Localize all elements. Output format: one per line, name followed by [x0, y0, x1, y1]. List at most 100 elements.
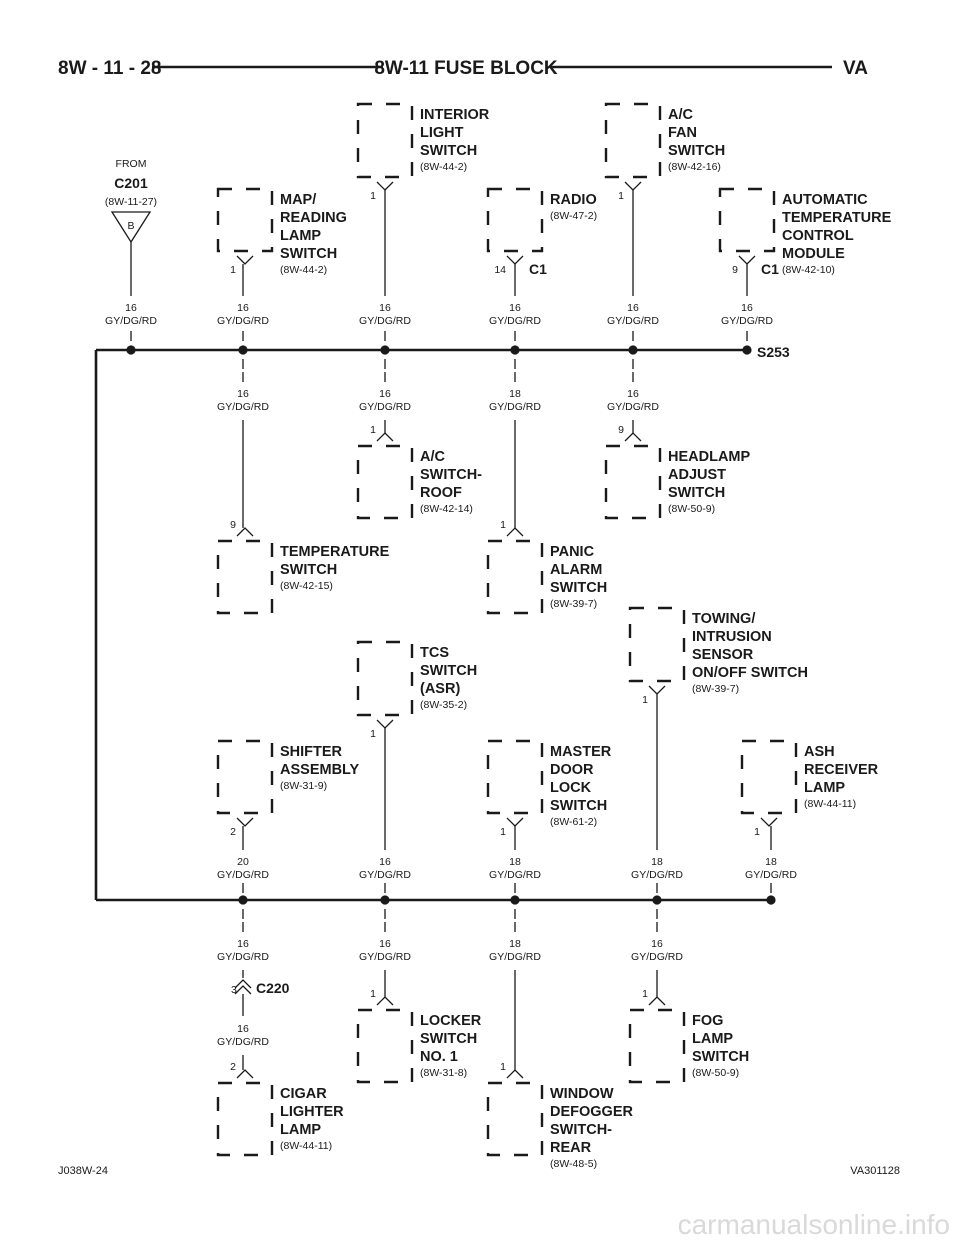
component-name-acfan: FAN — [668, 125, 697, 141]
component-name-master: SWITCH — [550, 798, 607, 814]
bus2-above-label-gauge: 20 — [237, 856, 249, 868]
component-name-master: DOOR — [550, 762, 594, 778]
terminal-atc — [738, 255, 756, 265]
terminal-panic — [506, 527, 524, 537]
component-box-tcs — [356, 640, 414, 717]
component-name-atc: CONTROL — [782, 228, 854, 244]
pin-panic: 1 — [500, 519, 506, 531]
component-name-window: DEFOGGER — [550, 1104, 634, 1120]
component-ref-towing: (8W-39-7) — [692, 683, 739, 695]
component-name-acroof: SWITCH- — [420, 467, 482, 483]
component-name-ash: ASH — [804, 744, 835, 760]
bus2-dot — [766, 895, 776, 905]
terminal-master — [506, 817, 524, 827]
component-name-fog: SWITCH — [692, 1049, 749, 1065]
bus2-above-label-gauge: 16 — [379, 856, 391, 868]
pin-atc: 9 — [732, 264, 738, 276]
bus2-dot — [510, 895, 520, 905]
bus2-dot — [652, 895, 662, 905]
bus1-wire-label-color: GY/DG/RD — [607, 401, 659, 413]
component-ref-shifter: (8W-31-9) — [280, 780, 327, 792]
component-name-headlamp: HEADLAMP — [668, 449, 750, 465]
component-name-acroof: ROOF — [420, 485, 462, 501]
component-name-map: MAP/ — [280, 192, 316, 208]
bus1-wire-label-gauge: 18 — [509, 388, 521, 400]
component-ref-acroof: (8W-42-14) — [420, 503, 473, 515]
component-ref-atc: (8W-42-10) — [782, 264, 835, 276]
source-ref: (8W-11-27) — [105, 196, 157, 208]
top-wire-label-color: GY/DG/RD — [217, 315, 269, 327]
pin-interior: 1 — [370, 190, 376, 202]
component-box-ash — [740, 739, 798, 815]
component-name-map: LAMP — [280, 228, 321, 244]
pin-locker: 1 — [370, 988, 376, 1000]
component-ref-panic: (8W-39-7) — [550, 598, 597, 610]
bus2-below-label-color: GY/DG/RD — [217, 951, 269, 963]
bus2-above-label-gauge: 18 — [509, 856, 521, 868]
component-name-master: LOCK — [550, 780, 592, 796]
component-name-locker: NO. 1 — [420, 1049, 458, 1065]
bus1-wire-label-color: GY/DG/RD — [489, 401, 541, 413]
pin-temp: 9 — [230, 519, 236, 531]
watermark: carmanualsonline.info — [678, 1209, 950, 1240]
component-name-acfan: SWITCH — [668, 143, 725, 159]
component-box-acfan — [604, 102, 662, 179]
bus2-dot — [380, 895, 390, 905]
bus1-dot — [238, 345, 248, 355]
bus1-dot — [628, 345, 638, 355]
component-ref-temp: (8W-42-15) — [280, 580, 333, 592]
cigar-lower-label-color: GY/DG/RD — [217, 1036, 269, 1048]
component-name-master: MASTER — [550, 744, 612, 760]
bus2-below-label-color: GY/DG/RD — [489, 951, 541, 963]
connector-atc: C1 — [761, 261, 779, 277]
top-wire-label-color: GY/DG/RD — [489, 315, 541, 327]
bus2-above-label-color: GY/DG/RD — [631, 869, 683, 881]
component-name-interior: SWITCH — [420, 143, 477, 159]
header-right: VA — [843, 58, 868, 79]
bus2-below-label-gauge: 16 — [651, 938, 663, 950]
bus2-above-label-gauge: 18 — [765, 856, 777, 868]
source-connector-triangle — [110, 211, 152, 244]
component-name-atc: TEMPERATURE — [782, 210, 892, 226]
component-name-window: SWITCH- — [550, 1122, 612, 1138]
component-box-cigar — [216, 1081, 274, 1157]
component-name-cigar: CIGAR — [280, 1086, 327, 1102]
bus2-below-label-color: GY/DG/RD — [359, 951, 411, 963]
pin-ash: 1 — [754, 826, 760, 838]
component-name-panic: SWITCH — [550, 580, 607, 596]
component-name-fog: LAMP — [692, 1031, 733, 1047]
component-box-headlamp — [604, 444, 662, 520]
component-ref-locker: (8W-31-8) — [420, 1067, 467, 1079]
top-wire-label-color: GY/DG/RD — [105, 315, 157, 327]
wire-labels: 16GY/DG/RD16GY/DG/RD16GY/DG/RD16GY/DG/RD… — [105, 302, 797, 1048]
component-ref-map: (8W-44-2) — [280, 264, 327, 276]
terminal-window — [506, 1069, 524, 1079]
component-ref-cigar: (8W-44-11) — [280, 1140, 332, 1152]
pin-master: 1 — [500, 826, 506, 838]
pin-window: 1 — [500, 1061, 506, 1073]
pin-headlamp: 9 — [618, 424, 624, 436]
footer-right: VA301128 — [850, 1165, 900, 1177]
component-name-shifter: ASSEMBLY — [280, 762, 360, 778]
component-ref-radio: (8W-47-2) — [550, 210, 597, 222]
terminal-acfan — [624, 181, 642, 191]
pin-map: 1 — [230, 264, 236, 276]
component-name-shifter: SHIFTER — [280, 744, 343, 760]
component-box-shifter — [216, 739, 274, 815]
terminal-fog — [648, 996, 666, 1006]
component-box-master — [486, 739, 544, 815]
terminal-headlamp — [624, 432, 642, 442]
header-title: 8W-11 FUSE BLOCK — [374, 58, 558, 79]
bus1-dot — [510, 345, 520, 355]
component-ref-interior: (8W-44-2) — [420, 161, 467, 173]
component-name-window: WINDOW — [550, 1086, 614, 1102]
